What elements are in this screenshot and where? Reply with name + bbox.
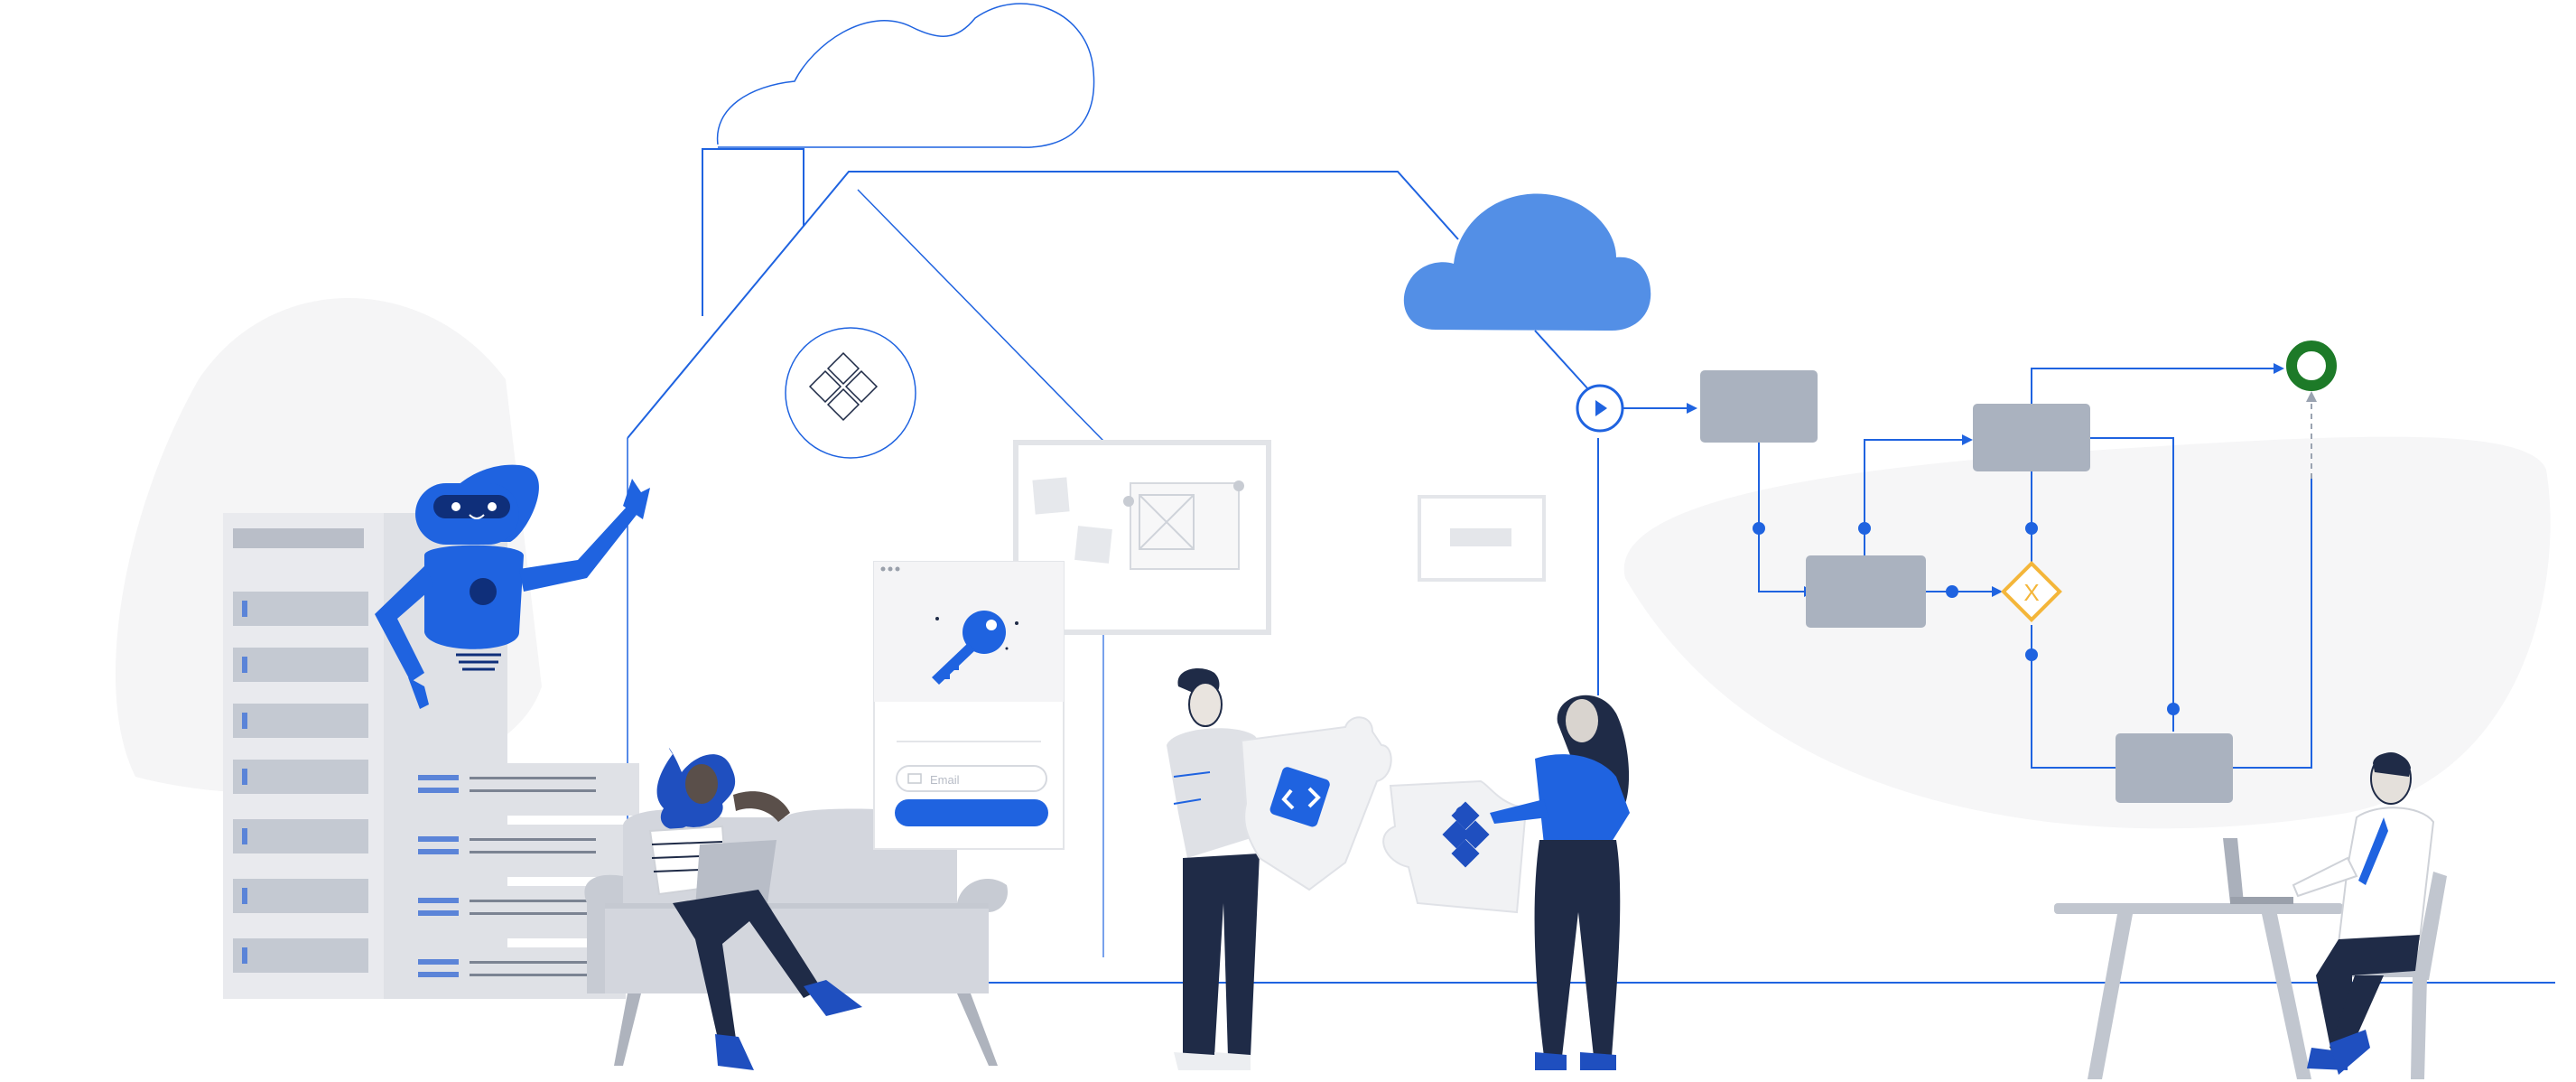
server-stack — [409, 763, 639, 999]
end-event-icon — [2286, 340, 2337, 391]
flow-task-boxes — [1700, 370, 2233, 803]
email-field — [896, 765, 1047, 792]
login-button — [895, 799, 1048, 826]
flow-task-box — [2116, 733, 2233, 803]
email-field-placeholder: Email — [930, 773, 960, 787]
man-with-puzzle — [1167, 668, 1528, 1070]
woman-with-puzzle — [1490, 695, 1630, 1070]
login-card: Email — [873, 561, 1065, 850]
decision-gateway: X — [2001, 561, 2062, 622]
woman-on-sofa — [648, 747, 862, 1070]
plugin-badge-icon — [1269, 767, 1330, 827]
robot — [375, 464, 650, 709]
flow-task-box — [1973, 404, 2090, 471]
wall-frame — [1418, 495, 1546, 582]
key-icon — [932, 611, 1006, 685]
house-roof — [627, 171, 1459, 439]
process-flow — [1623, 368, 2312, 769]
background-blob-right — [1623, 436, 2551, 829]
chimney — [702, 148, 804, 316]
play-start-icon — [1576, 384, 1624, 433]
cloud-connector — [1534, 330, 1590, 391]
gateway-label: X — [2023, 579, 2039, 606]
flow-dashed-arrowhead — [2306, 391, 2317, 402]
cloud-icon — [1403, 193, 1651, 331]
cloud-outline — [716, 3, 1095, 148]
flow-junction-dots — [1753, 522, 2180, 715]
flow-task-box — [1806, 555, 1926, 628]
flow-task-box — [1700, 370, 1818, 443]
desk-worker — [2054, 752, 2447, 1079]
house-window-emblem-icon — [785, 327, 916, 459]
house-inner-roof — [857, 189, 1104, 442]
